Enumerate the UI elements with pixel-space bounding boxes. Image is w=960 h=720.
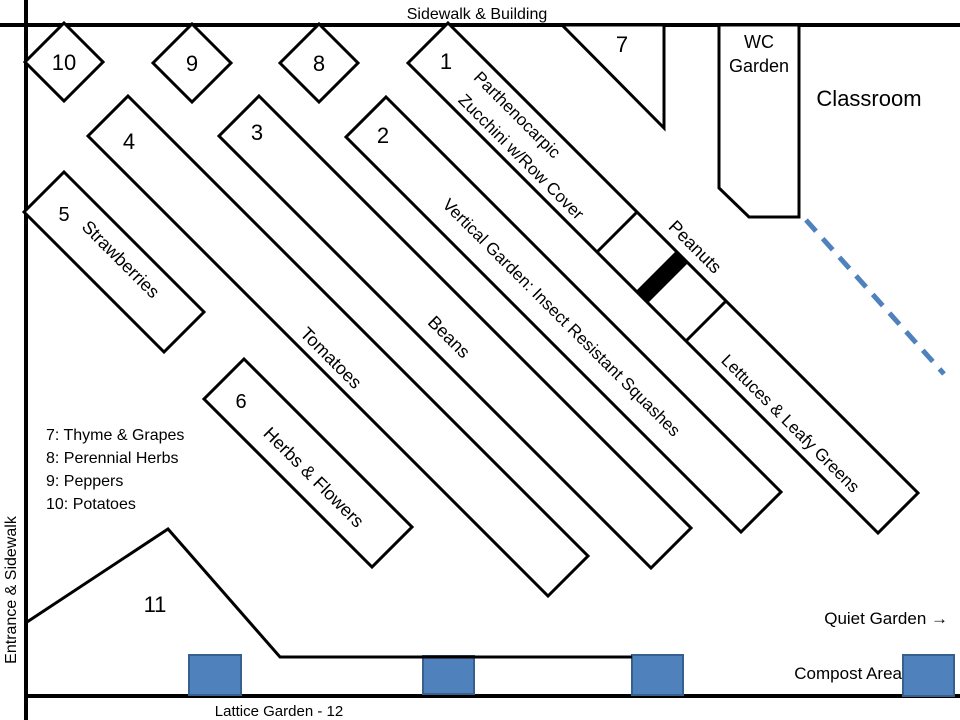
wc-garden-label-line2: Garden bbox=[729, 56, 789, 76]
quiet-garden-label: Quiet Garden → bbox=[824, 609, 948, 628]
lattice-garden-label: Lattice Garden - 12 bbox=[215, 703, 343, 720]
bed-10-diamond: 10 bbox=[22, 20, 106, 104]
legend-item-8: 8: Perennial Herbs bbox=[46, 450, 179, 467]
legend-item-10: 10: Potatoes bbox=[46, 496, 136, 513]
bed-5-number: 5 bbox=[58, 204, 69, 226]
legend: 7: Thyme & Grapes 8: Perennial Herbs 9: … bbox=[46, 427, 184, 513]
lattice-squares bbox=[188, 654, 955, 697]
bed-2-number: 2 bbox=[377, 123, 389, 148]
lettuces-divider bbox=[684, 299, 728, 343]
sidewalk-label: Sidewalk & Building bbox=[407, 6, 548, 23]
dashed-path-line bbox=[804, 218, 946, 376]
wc-garden-label-line1: WC bbox=[744, 32, 774, 52]
bed-8-number: 8 bbox=[313, 51, 325, 76]
legend-item-7: 7: Thyme & Grapes bbox=[46, 427, 184, 444]
lattice-square-1 bbox=[188, 654, 242, 696]
bed-1-number: 1 bbox=[440, 49, 452, 74]
lattice-square-2 bbox=[422, 655, 475, 695]
bed-7-triangle: 7 bbox=[558, 23, 666, 132]
bed-8-diamond: 8 bbox=[277, 21, 361, 105]
bed-11-area: 11 bbox=[26, 527, 632, 659]
bed-7-number: 7 bbox=[616, 32, 628, 57]
black-marker-band bbox=[636, 251, 688, 303]
wc-garden-area: WC Garden bbox=[717, 23, 801, 219]
bed-10-number: 10 bbox=[52, 50, 76, 75]
bed-3-number: 3 bbox=[251, 120, 263, 145]
bed-6-number: 6 bbox=[235, 391, 246, 413]
bed-3-strip: 3 Beans bbox=[216, 93, 694, 571]
bed-4-strip: 4 Tomatoes bbox=[85, 93, 591, 599]
entrance-label: Entrance & Sidewalk bbox=[3, 515, 20, 664]
bed-1-divider bbox=[595, 210, 639, 254]
lattice-square-3 bbox=[631, 654, 684, 696]
bed-9-diamond: 9 bbox=[150, 21, 234, 105]
bed-4-number: 4 bbox=[123, 129, 135, 154]
bed-9-number: 9 bbox=[186, 51, 198, 76]
bed-11-number: 11 bbox=[144, 592, 167, 617]
compost-area-label: Compost Area bbox=[794, 664, 902, 683]
classroom-label: Classroom bbox=[816, 86, 921, 111]
legend-item-9: 9: Peppers bbox=[46, 473, 123, 490]
lattice-square-4 bbox=[902, 654, 955, 697]
